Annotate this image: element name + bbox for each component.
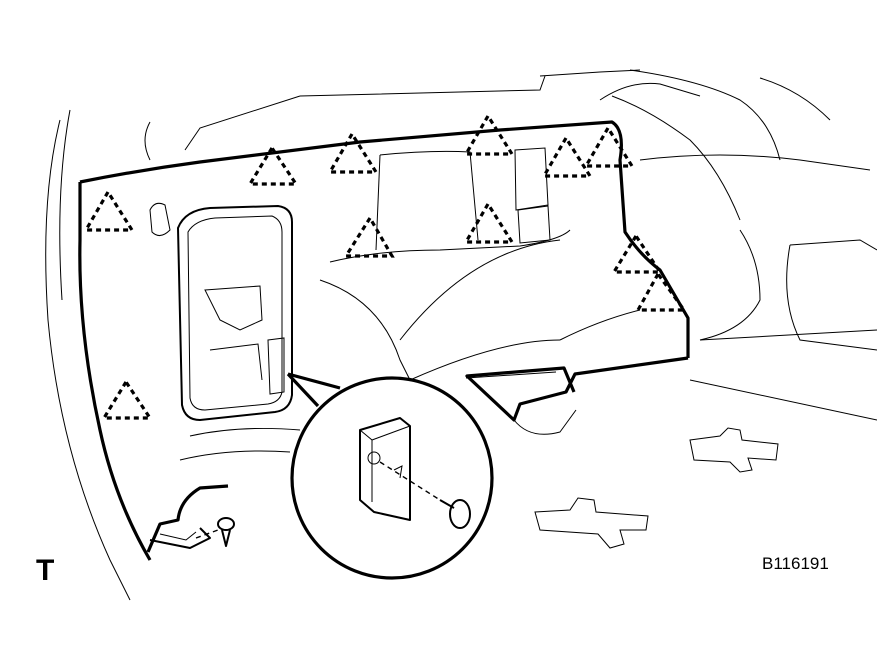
clip-marker-icon [635,271,688,312]
clip-marker-icon [327,130,379,174]
figure-id: B116191 [762,554,829,573]
clip-marker-icon [83,188,135,232]
clip-marker-icon [463,112,515,156]
corner-label: T [36,554,55,587]
clip-markers [83,112,688,420]
clip-pin-icon [195,517,235,547]
clip-marker-icon [611,233,663,274]
vehicle-body-outline [45,69,877,601]
floor-brackets [534,427,779,549]
detail-callout [286,372,494,580]
clip-pin-icon [439,499,471,529]
clip-marker-icon [101,379,153,420]
clip-marker-icon [343,214,395,258]
clip-marker-icon [247,145,299,186]
clip-marker-icon [583,124,635,168]
clip-marker-icon [541,134,593,178]
trim-window-opening [177,205,293,421]
quarter-trim-panel [78,120,690,561]
clip-marker-icon [463,200,515,244]
